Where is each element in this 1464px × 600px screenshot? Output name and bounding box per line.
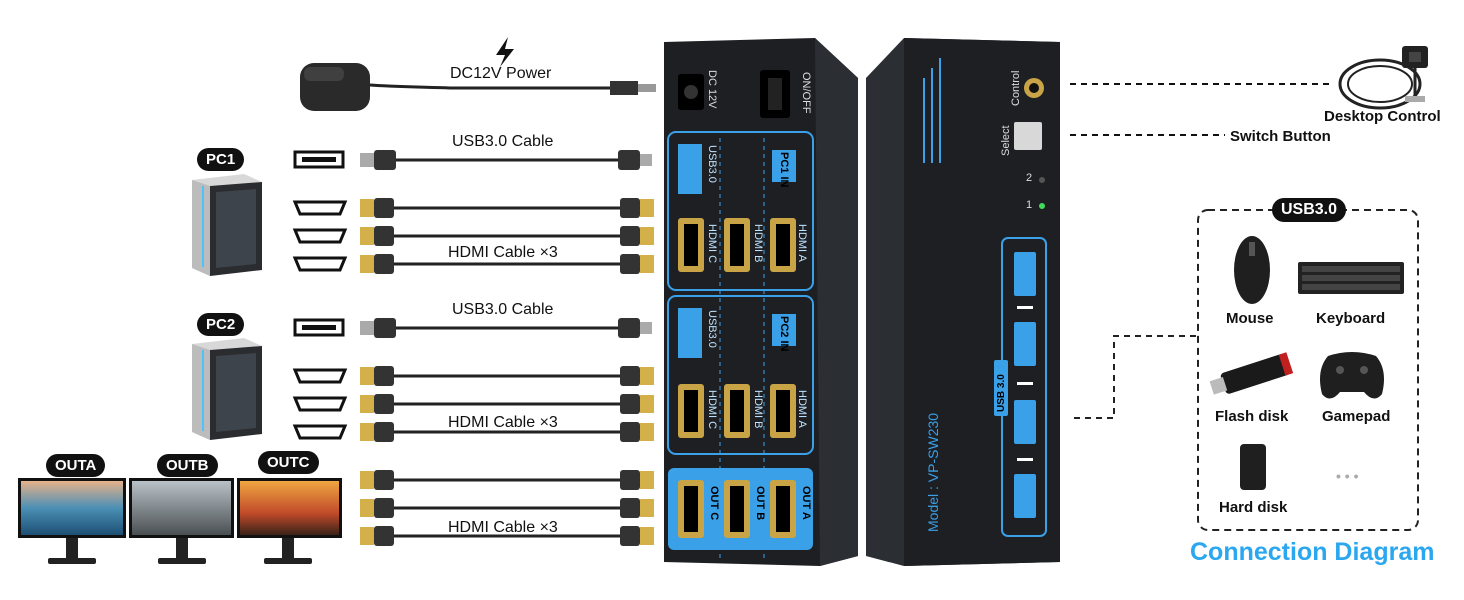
usb30-port1-label: USB3.0 (706, 145, 718, 183)
hdmi-cable-pc2-label: HDMI Cable ×3 (448, 414, 558, 431)
desktop-control-icon (1070, 46, 1428, 110)
pc2-badge: PC2 (197, 313, 245, 336)
cables (293, 148, 656, 546)
front-panel-device (664, 38, 858, 566)
mouse-icon (1234, 236, 1270, 304)
back-panel-device (866, 38, 1060, 566)
dc12v-label: DC 12V (706, 70, 718, 109)
pc2-in-label: PC2 IN (778, 316, 790, 352)
led1-label: 1 (1026, 199, 1033, 211)
hdmi-a-label-2: HDMI A (796, 390, 808, 428)
usb-cable-pc1-label: USB3.0 Cable (452, 133, 554, 150)
pc1-in-label: PC1 IN (778, 152, 790, 188)
hard-disk-icon (1240, 444, 1266, 490)
hdmi-c-label: HDMI C (706, 224, 718, 264)
keyboard-label: Keyboard (1316, 310, 1386, 327)
control-label: Control (1010, 70, 1022, 106)
switch-button-line (1070, 134, 1225, 136)
mouse-label: Mouse (1226, 310, 1274, 327)
hdmi-cable-pc1-label: HDMI Cable ×3 (448, 244, 558, 261)
outb-badge: OUTB (157, 454, 218, 477)
usb30-back-label: USB 3.0 (996, 374, 1007, 412)
flash-disk-label: Flash disk (1215, 408, 1289, 425)
hdmi-cable-out-label: HDMI Cable ×3 (448, 519, 558, 536)
select-label: Select (1000, 125, 1012, 156)
pc1-badge: PC1 (197, 148, 245, 171)
monitors-icon (18, 478, 342, 564)
out-c-label: OUT C (708, 486, 720, 521)
hdmi-b-label-2: HDMI B (752, 390, 764, 429)
usb30-badge: USB3.0 (1272, 198, 1347, 222)
power-adapter (300, 37, 656, 111)
more-devices-label: • • • (1336, 468, 1359, 484)
outc-badge: OUTC (258, 451, 319, 474)
usb30-port2-label: USB3.0 (706, 310, 718, 348)
out-a-label: OUT A (800, 486, 812, 520)
flash-disk-icon (1209, 352, 1294, 395)
keyboard-icon (1298, 262, 1404, 294)
gamepad-icon (1320, 352, 1384, 399)
hdmi-c-label-2: HDMI C (706, 390, 718, 430)
outa-badge: OUTA (46, 454, 106, 477)
out-b-label: OUT B (754, 486, 766, 521)
model-label: Model : VP-SW230 (925, 412, 941, 532)
usb-cable-pc2-label: USB3.0 Cable (452, 301, 554, 318)
hdmi-a-label: HDMI A (796, 224, 808, 262)
connection-diagram-title: Connection Diagram (1190, 538, 1435, 566)
led2-label: 2 (1026, 172, 1033, 184)
pc2-tower-icon (192, 338, 262, 440)
onoff-label: ON/OFF (800, 72, 812, 114)
pc1-tower-icon (192, 174, 262, 276)
gamepad-label: Gamepad (1322, 408, 1391, 425)
switch-button-label: Switch Button (1230, 128, 1331, 145)
hard-disk-label: Hard disk (1219, 499, 1288, 516)
lightning-icon (496, 37, 514, 67)
hdmi-b-label: HDMI B (752, 224, 764, 263)
desktop-control-label: Desktop Control (1324, 108, 1441, 125)
usb-devices-box (1074, 209, 1419, 531)
power-label: DC12V Power (450, 65, 552, 82)
